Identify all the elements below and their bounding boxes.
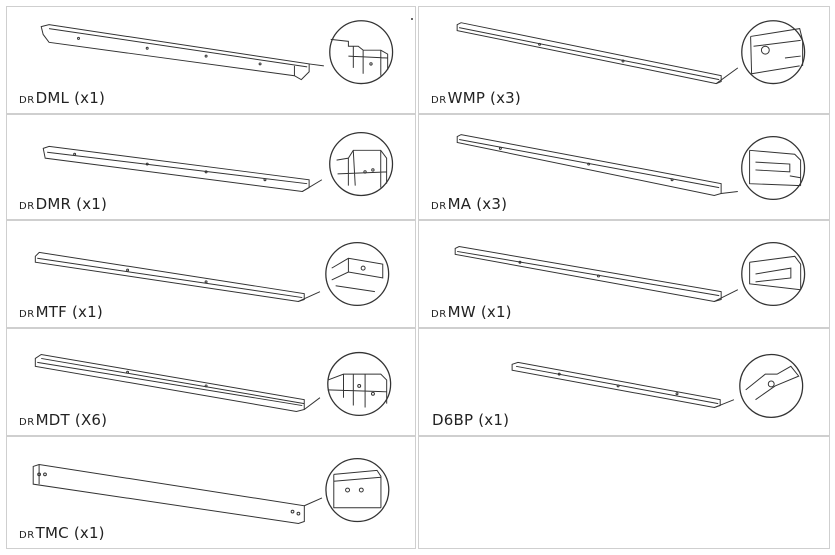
part-illustration-wmp (456, 20, 806, 85)
part-cell-mdt: DRMDT (X6) (6, 328, 416, 436)
part-label-ma: DRMA (x3) (431, 195, 508, 213)
part-illustration-mdt (34, 351, 392, 417)
stray-mark (411, 18, 413, 20)
part-label-tmc: DRTMC (x1) (19, 524, 105, 542)
part-label-wmp: DRWMP (x3) (431, 89, 521, 107)
part-illustration-mtf (34, 241, 390, 307)
part-label-d6bp: D6BP (x1) (432, 411, 510, 429)
part-cell-wmp: DRWMP (x3) (418, 6, 830, 114)
part-illustration-mw (454, 241, 806, 307)
part-cell-d6bp: D6BP (x1) (418, 328, 830, 436)
part-cell-dml: DRDML (x1) (6, 6, 416, 114)
part-label-mtf: DRMTF (x1) (19, 303, 103, 321)
part-illustration-tmc (32, 457, 390, 524)
part-cell-tmc: DRTMC (x1) (6, 436, 416, 549)
part-illustration-d6bp (511, 353, 804, 418)
part-cell-mw: DRMW (x1) (418, 220, 830, 328)
part-illustration-ma (456, 134, 806, 201)
part-label-dmr: DRDMR (x1) (19, 195, 108, 213)
part-illustration-dml (40, 20, 394, 85)
part-label-dml: DRDML (x1) (19, 89, 106, 107)
part-cell-ma: DRMA (x3) (418, 114, 830, 220)
empty-cell (418, 436, 830, 549)
part-label-mdt: DRMDT (X6) (19, 411, 108, 429)
part-cell-mtf: DRMTF (x1) (6, 220, 416, 328)
part-cell-dmr: DRDMR (x1) (6, 114, 416, 220)
part-label-mw: DRMW (x1) (431, 303, 512, 321)
part-illustration-dmr (42, 132, 394, 197)
